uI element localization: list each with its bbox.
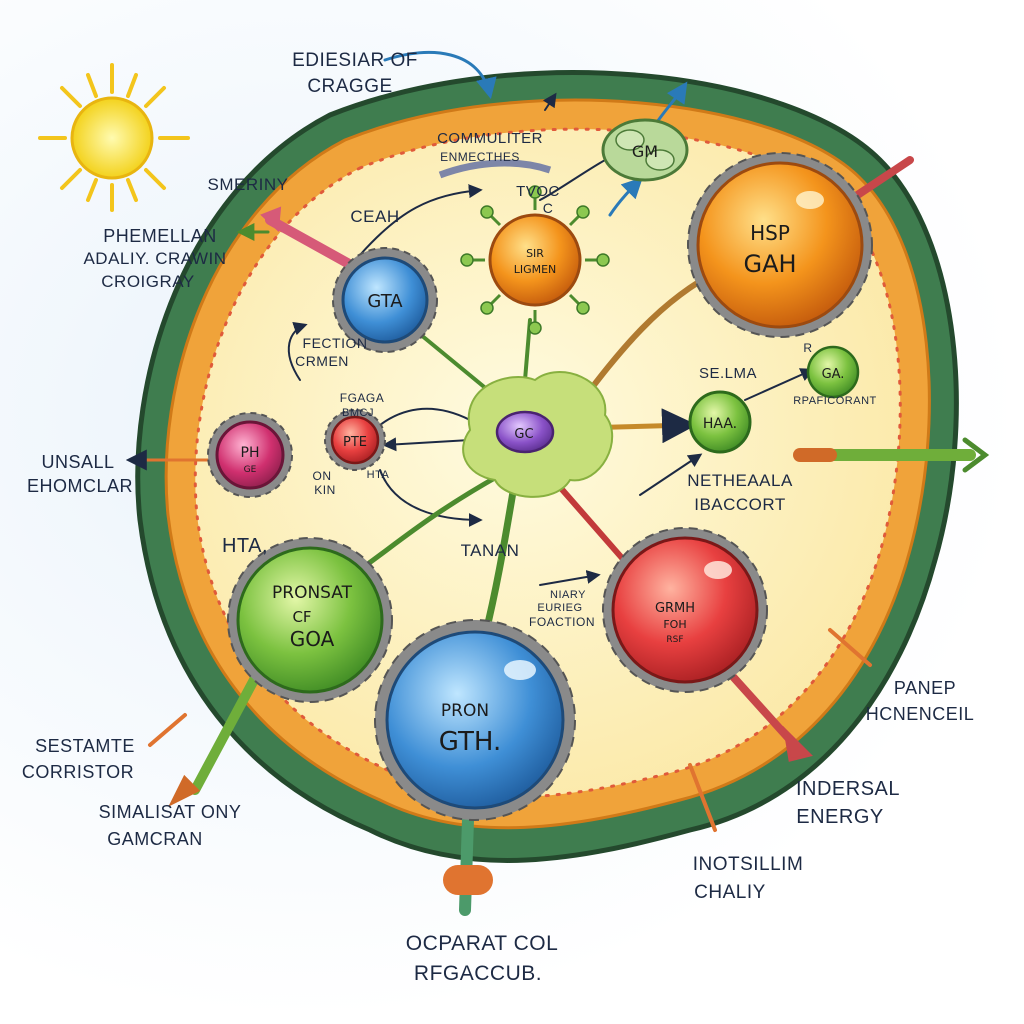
- phemellan-line2: ADALIY. CRAWIN: [83, 249, 226, 268]
- fection-line2: CRMEN: [295, 353, 349, 369]
- selma-label: SE.LMA: [699, 365, 757, 382]
- top-label-line2: CRAGGE: [307, 76, 392, 97]
- organelle-blue-big: PRON GTH.: [374, 619, 576, 821]
- organelle-orange-big: HSP GAH: [687, 152, 873, 338]
- cluster-label: GM: [632, 142, 658, 161]
- organelle-blue-small: GTA: [332, 247, 438, 353]
- green-small-right-label: GA.: [822, 367, 845, 382]
- tanan-label: TANAN: [461, 541, 520, 560]
- unsall-line1: UNSALL: [41, 452, 114, 472]
- fga-line2: BMCJ: [342, 407, 374, 419]
- phemellan-line3: CROIGRAY: [101, 272, 194, 291]
- inner-labels: COMMULITER ENMECTHES CEAH TVOC C FECTION…: [222, 130, 877, 629]
- bottom-label-line1: OCPARAT COL: [406, 932, 559, 955]
- red-big-line1: GRMH: [655, 601, 695, 616]
- inotsillim-line2: CHALIY: [694, 882, 766, 903]
- organelle-orange-center: SIR LIGMEN: [460, 185, 610, 335]
- hta-label: HTA,: [222, 535, 268, 557]
- rpaficorant-label: RPAFICORANT: [793, 395, 877, 407]
- smeriny-label: SMERINY: [208, 175, 289, 194]
- red-big-line2: FOH: [663, 618, 686, 631]
- niary-line3: FOACTION: [529, 615, 595, 629]
- ceah-label: CEAH: [350, 207, 399, 226]
- green-big-line1: PRONSAT: [272, 583, 353, 603]
- panep-line1: PANEP: [894, 678, 956, 698]
- sestamte-line1: SESTAMTE: [35, 736, 135, 756]
- orange-big-line2: GAH: [743, 250, 796, 278]
- niary-line1: NIARY: [550, 589, 586, 601]
- commuliter-line1: COMMULITER: [437, 130, 543, 147]
- red-small-label: PTE: [343, 435, 367, 450]
- organelle-green-right: HAA.: [688, 390, 752, 454]
- top-label-line1: EDIESIAR OF: [292, 50, 418, 71]
- niary-line2: EURIEG: [537, 602, 582, 614]
- phemellan-line1: PHEMELLAN: [103, 226, 217, 246]
- outside-labels: EDIESIAR OF CRAGGE SMERINY PHEMELLAN ADA…: [22, 50, 974, 985]
- onkin-line1: ON: [313, 469, 332, 483]
- green-big-line3: GOA: [290, 627, 335, 651]
- inotsillim-line1: INOTSILLIM: [693, 854, 804, 875]
- fection-line1: FECTION: [303, 335, 368, 351]
- orange-big-line1: HSP: [750, 221, 790, 245]
- unsall-line2: EHOMCLAR: [27, 476, 133, 496]
- bottom-label-line2: RFGACCUB.: [414, 962, 542, 985]
- hta-small: HTA: [367, 469, 390, 481]
- organelle-green-big-left: PRONSAT CF GOA: [227, 537, 393, 703]
- r-label: R: [803, 341, 812, 355]
- organelle-magenta-small: PH GE: [207, 412, 293, 498]
- organelle-green-small-right: GA.: [806, 345, 860, 399]
- sun-icon: [38, 63, 190, 212]
- tvoc-line1: TVOC: [516, 183, 560, 200]
- indersal-line1: INDERSAL: [796, 778, 900, 800]
- organelle-red-big: GRMH FOH RSF: [602, 527, 768, 693]
- fga-line1: FGAGA: [340, 391, 385, 405]
- panep-line2: HCNENCEIL: [866, 704, 975, 724]
- orange-center-line1: SIR: [526, 247, 544, 260]
- simalisat-line2: GAMCRAN: [107, 829, 203, 849]
- magenta-line1: PH: [241, 445, 260, 461]
- commuliter-line2: ENMECTHES: [440, 150, 520, 164]
- membrane-smudge: [438, 159, 552, 179]
- nucleus: GC: [462, 371, 614, 498]
- simalisat-line1: SIMALISAT ONY: [99, 802, 242, 822]
- blue-big-line2: GTH.: [439, 727, 501, 757]
- tvoc-line2: C: [543, 200, 554, 216]
- blue-big-line1: PRON: [441, 701, 489, 721]
- onkin-line2: KIN: [314, 483, 336, 497]
- magenta-line2: GE: [244, 465, 257, 475]
- red-big-line3: RSF: [666, 635, 683, 645]
- organelles: GM GTA SIR LIGMEN: [207, 118, 873, 821]
- organelle-red-small: PTE: [324, 409, 386, 471]
- blue-small-label: GTA: [367, 291, 403, 312]
- organelle-cluster: GM: [601, 118, 689, 182]
- nethealala-line1: NETHEAALA: [687, 471, 793, 490]
- indersal-line2: ENERGY: [796, 806, 883, 828]
- nucleus-label: GC: [514, 427, 533, 442]
- nethealala-line2: IBACCORT: [694, 495, 786, 514]
- sestamte-line2: CORRISTOR: [22, 762, 134, 782]
- orange-center-line2: LIGMEN: [514, 263, 557, 276]
- green-big-line2: CF: [292, 608, 311, 626]
- green-right-label: HAA.: [703, 416, 737, 432]
